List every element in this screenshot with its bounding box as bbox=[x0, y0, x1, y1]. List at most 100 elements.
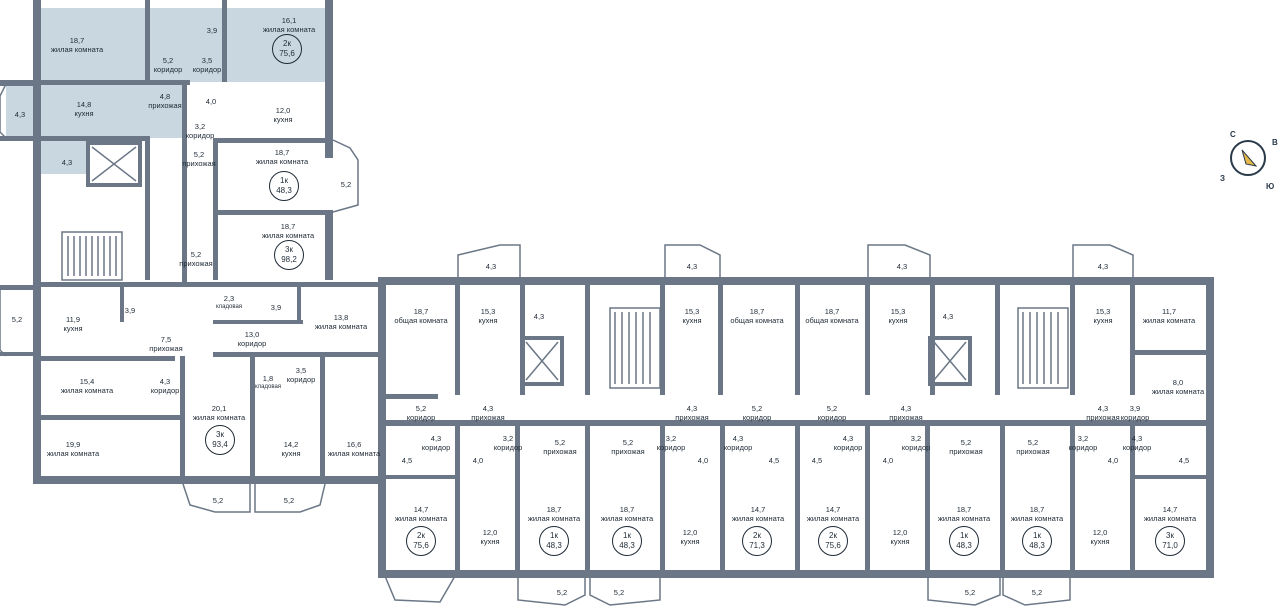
room-area: 5,2 bbox=[826, 404, 838, 413]
room-label: 5,2 bbox=[557, 588, 567, 597]
room-label: 4,5 bbox=[402, 456, 412, 465]
apartment-type: 3к bbox=[1166, 531, 1174, 540]
room-area: 4,0 bbox=[882, 456, 894, 465]
room-area: 4,3 bbox=[896, 262, 908, 271]
room-name: жилая комната bbox=[1143, 514, 1197, 523]
room-area: 3,9 bbox=[124, 306, 136, 315]
compass-west: З bbox=[1220, 174, 1226, 183]
apartment-area: 98,2 bbox=[281, 255, 297, 264]
compass-icon bbox=[1230, 140, 1266, 176]
room-area: 5,2 bbox=[340, 180, 352, 189]
room-area: 18,7 bbox=[749, 307, 765, 316]
room-area: 11,7 bbox=[1161, 307, 1177, 316]
room-name: коридор bbox=[656, 443, 686, 452]
room-name: жилая комната bbox=[527, 514, 581, 523]
room-label: 4,5 bbox=[769, 456, 779, 465]
room-area: 15,3 bbox=[684, 307, 700, 316]
apartment-area: 48,3 bbox=[619, 541, 635, 550]
apartment-area: 71,0 bbox=[1162, 541, 1178, 550]
room-name: коридор bbox=[185, 131, 215, 140]
room-area: 13,8 bbox=[333, 313, 349, 322]
room-area: 5,2 bbox=[622, 438, 634, 447]
compass-north: С bbox=[1230, 130, 1236, 139]
room-area: 4,3 bbox=[485, 262, 497, 271]
room-area: 5,2 bbox=[556, 588, 568, 597]
room-name: общая комната bbox=[394, 316, 448, 325]
room-area: 1,8 bbox=[262, 374, 274, 383]
room-area: 8,0 bbox=[1172, 378, 1184, 387]
compass-east: В bbox=[1272, 138, 1278, 147]
room-area: 4,0 bbox=[697, 456, 709, 465]
room-area: 5,2 bbox=[190, 250, 202, 259]
room-name: жилая комната bbox=[731, 514, 785, 523]
bay-windows-left bbox=[0, 83, 456, 603]
room-area: 3,5 bbox=[295, 366, 307, 375]
room-area: 12,0 bbox=[482, 528, 498, 537]
room-name: жилая комната bbox=[806, 514, 860, 523]
room-area: 18,7 bbox=[1029, 505, 1045, 514]
room-name: кухня bbox=[480, 537, 500, 546]
room-name: кухня bbox=[63, 324, 83, 333]
room-label: 4,3 bbox=[687, 262, 697, 271]
room-area: 12,0 bbox=[682, 528, 698, 537]
room-area: 18,7 bbox=[824, 307, 840, 316]
room-name: коридор bbox=[817, 413, 847, 422]
room-area: 4,5 bbox=[768, 456, 780, 465]
apartment-type: 2к bbox=[417, 531, 425, 540]
room-label: 5,2 bbox=[284, 496, 294, 505]
room-area: 14,8 bbox=[76, 100, 92, 109]
room-area: 5,2 bbox=[960, 438, 972, 447]
room-name: жилая комната bbox=[50, 45, 104, 54]
room-name: кухня bbox=[680, 537, 700, 546]
room-label: 4,5 bbox=[812, 456, 822, 465]
apartment-type: 2к bbox=[829, 531, 837, 540]
room-name: коридор bbox=[192, 65, 222, 74]
room-name: кладовая bbox=[254, 384, 282, 390]
room-area: 5,2 bbox=[193, 150, 205, 159]
room-label: 5,2 bbox=[12, 315, 22, 324]
room-name: коридор bbox=[406, 413, 436, 422]
apartment-type: 3к bbox=[285, 245, 293, 254]
room-name: общая комната bbox=[730, 316, 784, 325]
room-area: 18,7 bbox=[280, 222, 296, 231]
room-area: 4,8 bbox=[159, 92, 171, 101]
room-name: кухня bbox=[1090, 537, 1110, 546]
apartment-type: 1к bbox=[1033, 531, 1041, 540]
room-name: жилая комната bbox=[60, 386, 114, 395]
room-name: коридор bbox=[1068, 443, 1098, 452]
room-area: 14,2 bbox=[283, 440, 299, 449]
room-area: 12,0 bbox=[892, 528, 908, 537]
balconies-right bbox=[457, 244, 1134, 606]
room-name: коридор bbox=[421, 443, 451, 452]
apartment-type: 1к bbox=[623, 531, 631, 540]
